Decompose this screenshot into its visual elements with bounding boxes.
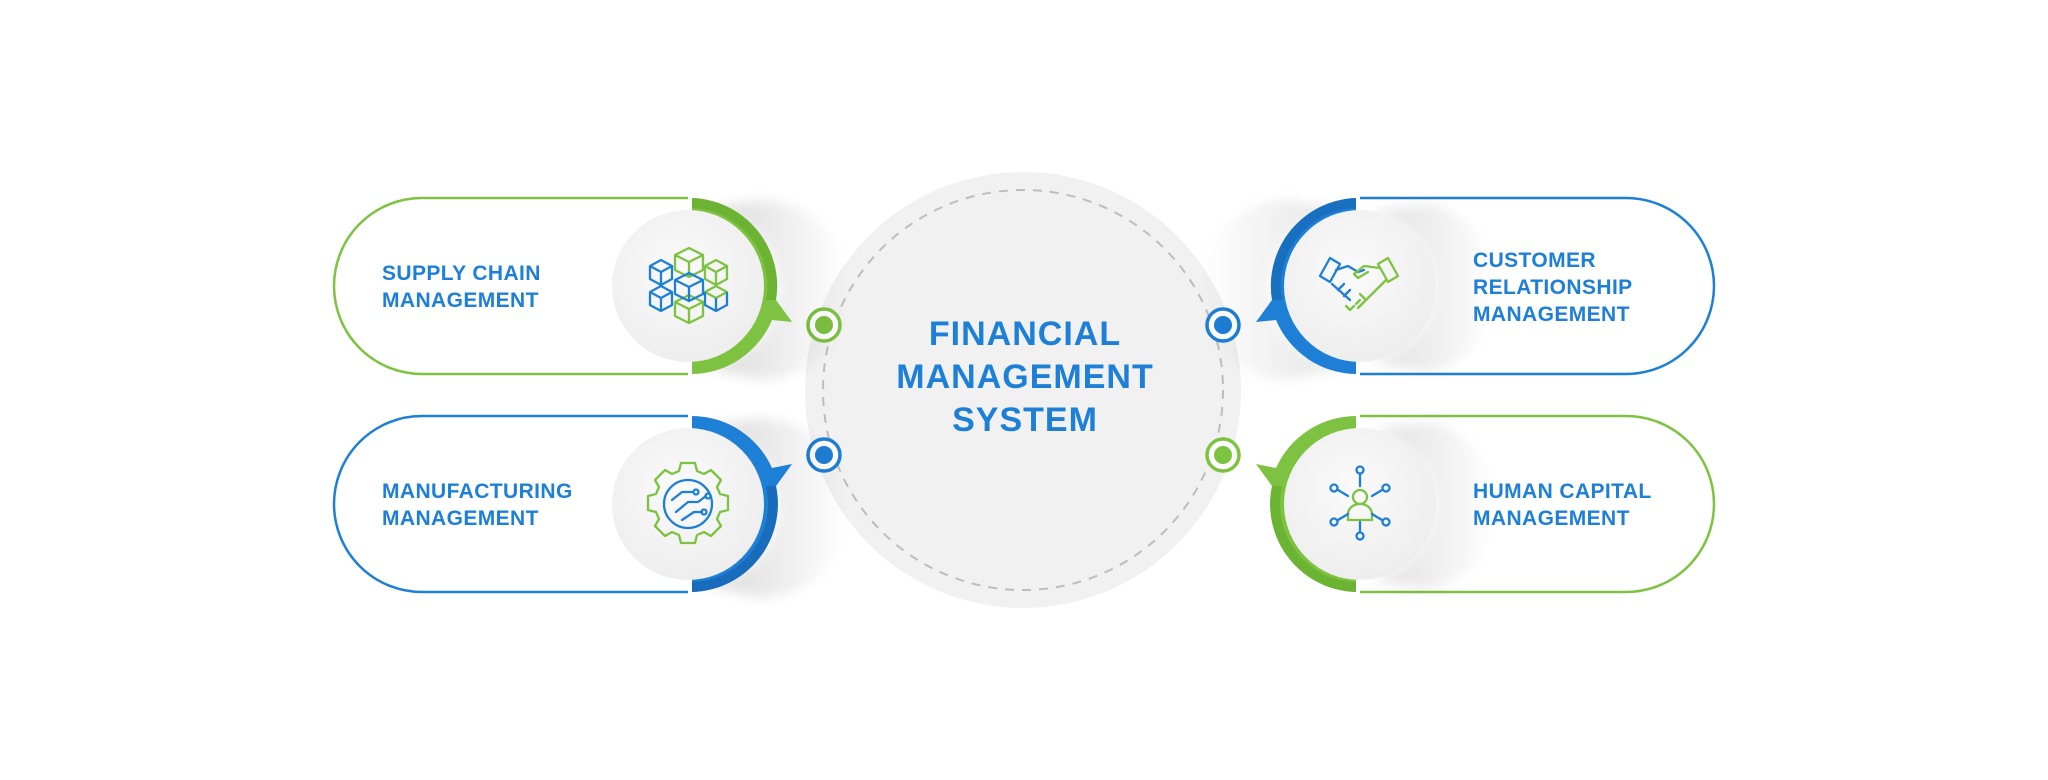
- manufacturing-label: MANUFACTURING MANAGEMENT: [382, 478, 573, 532]
- supply-chain-label-line-2: MANAGEMENT: [382, 289, 539, 312]
- customer-relationship-label-line-3: MANAGEMENT: [1473, 303, 1630, 326]
- customer-relationship-label: CUSTOMER RELATIONSHIP MANAGEMENT: [1473, 247, 1633, 328]
- people-network-icon: [1329, 465, 1391, 541]
- customer-relationship-label-line-2: RELATIONSHIP: [1473, 276, 1633, 299]
- center-title: FINANCIAL MANAGEMENT SYSTEM: [870, 313, 1180, 442]
- center-circle: [805, 172, 1241, 608]
- module-customer-relationship: [1198, 196, 1716, 380]
- center-title-line-2: MANAGEMENT: [896, 358, 1154, 396]
- customer-relationship-label-line-1: CUSTOMER: [1473, 249, 1596, 272]
- handshake-icon: [1318, 256, 1400, 312]
- connector-dot-human-capital: [1205, 437, 1241, 473]
- cubes-icon: [648, 246, 729, 325]
- human-capital-label: HUMAN CAPITAL MANAGEMENT: [1473, 478, 1652, 532]
- human-capital-label-line-1: HUMAN CAPITAL: [1473, 480, 1652, 503]
- human-capital-label-line-2: MANAGEMENT: [1473, 507, 1630, 530]
- module-supply-chain: [332, 196, 850, 380]
- center-title-line-3: SYSTEM: [952, 401, 1098, 439]
- gear-circuit-icon: [646, 461, 730, 545]
- supply-chain-label: SUPPLY CHAIN MANAGEMENT: [382, 260, 541, 314]
- manufacturing-label-line-2: MANAGEMENT: [382, 507, 539, 530]
- supply-chain-label-line-1: SUPPLY CHAIN: [382, 262, 541, 285]
- center-title-line-1: FINANCIAL: [928, 315, 1122, 353]
- manufacturing-label-line-1: MANUFACTURING: [382, 480, 573, 503]
- module-manufacturing: [332, 414, 850, 598]
- module-human-capital: [1256, 414, 1716, 594]
